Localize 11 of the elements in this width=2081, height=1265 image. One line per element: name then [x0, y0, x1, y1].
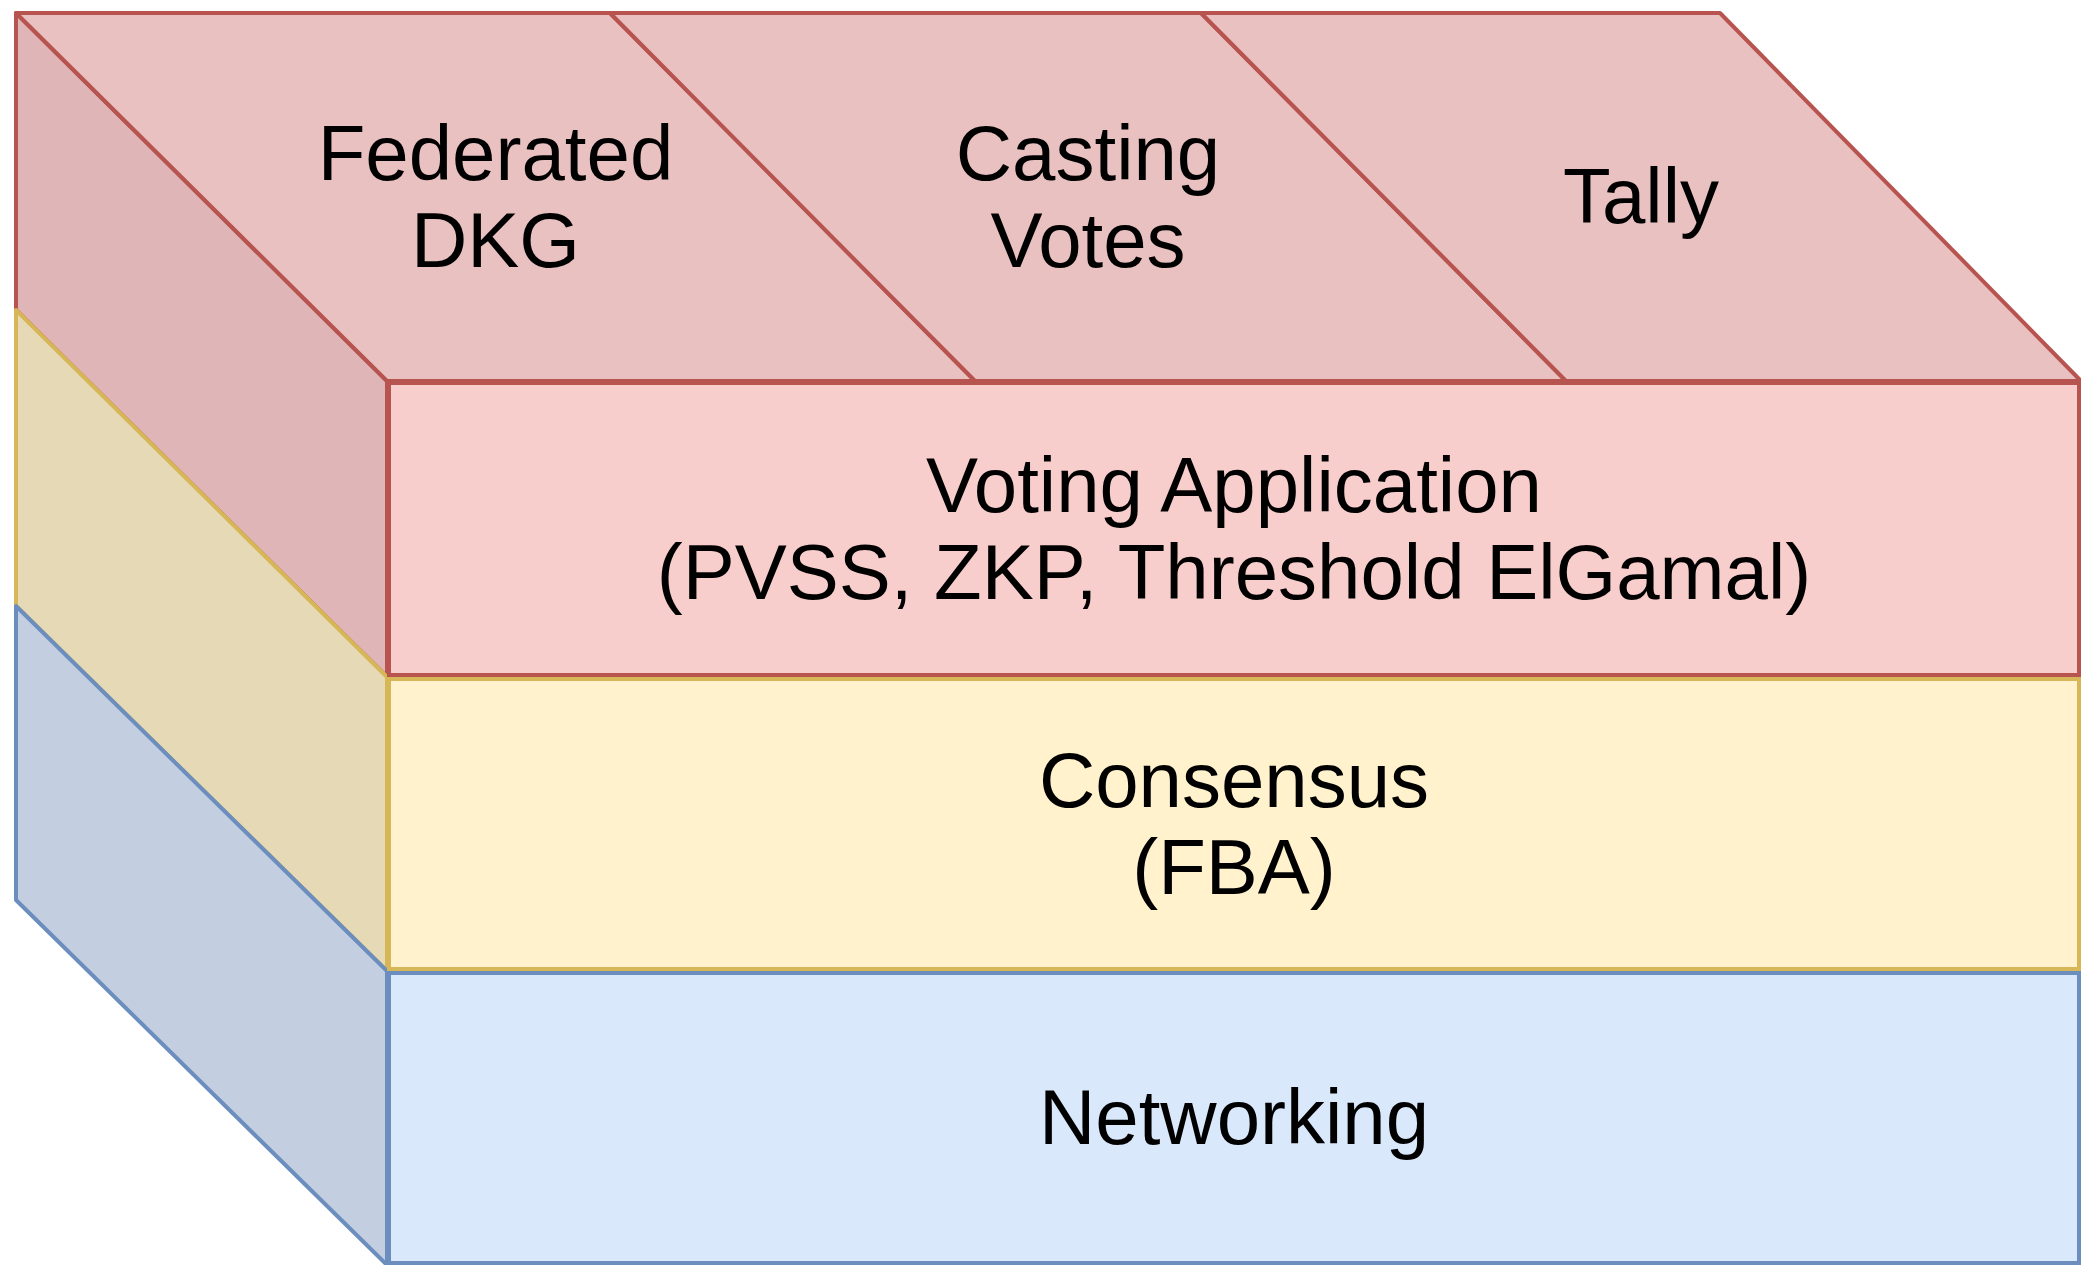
layer-label: Casting Votes: [954, 109, 1222, 285]
layer-box: [387, 381, 2081, 677]
layer-label: Federated DKG: [316, 109, 675, 285]
layer-label: (PVSS, ZKP, Threshold ElGamal): [656, 529, 1812, 617]
layer-label: Voting Application: [926, 441, 1542, 529]
layer-box: [387, 677, 2081, 971]
layer-label: Networking: [1038, 1074, 1430, 1162]
layer-label: Tally: [1562, 153, 1719, 241]
layer-label: (FBA): [1132, 824, 1336, 912]
layer-box: [387, 971, 2081, 1265]
layer-label: Consensus: [1038, 736, 1430, 824]
